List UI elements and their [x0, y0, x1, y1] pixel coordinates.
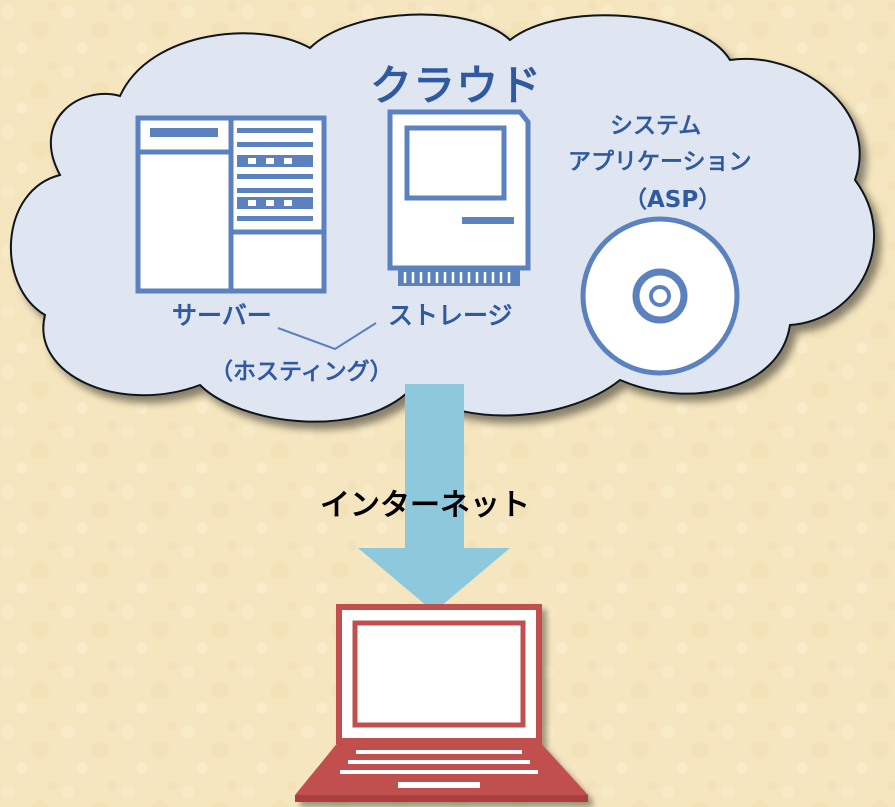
- server-icon: [135, 115, 327, 294]
- storage-icon: [387, 109, 531, 286]
- hosting-label: （ホスティング）: [210, 359, 393, 385]
- asp-label-line3: （ASP）: [624, 187, 722, 213]
- storage-label: ストレージ: [388, 301, 513, 330]
- disc-icon: [580, 216, 740, 376]
- internet-arrow: [358, 384, 510, 612]
- laptop-icon: [295, 604, 588, 802]
- hosting-connector: [277, 322, 377, 351]
- asp-label-line2: アプリケーション: [568, 149, 752, 175]
- server-label: サーバー: [172, 301, 272, 330]
- asp-label-line1: システム: [610, 113, 702, 139]
- internet-label: インターネット: [320, 488, 530, 523]
- cloud-title: クラウド: [370, 61, 543, 110]
